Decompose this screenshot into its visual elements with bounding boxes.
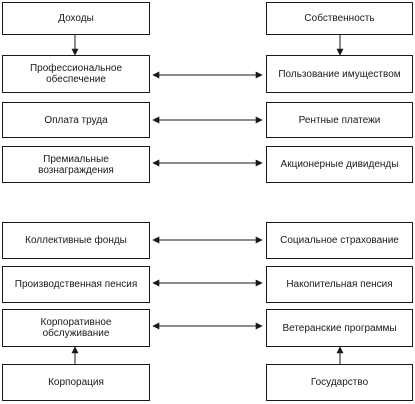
professional-provision-label: Профессиональное обеспечение xyxy=(29,63,123,85)
property-use-label: Пользование имуществом xyxy=(278,68,401,80)
state-box: Государство xyxy=(266,364,413,401)
collective-funds-label: Коллективные фонды xyxy=(25,235,127,246)
funded-pension-box: Накопительная пенсия xyxy=(266,266,413,303)
funded-pension-label: Накопительная пенсия xyxy=(286,279,393,290)
industrial-pension-label: Производственная пенсия xyxy=(14,279,138,290)
social-insurance-box: Социальное страхование xyxy=(266,222,413,259)
rent-payments-label: Рентные платежи xyxy=(298,114,381,126)
corporation-box: Корпорация xyxy=(2,364,150,401)
veteran-programs-box: Ветеранские программы xyxy=(266,309,413,347)
labor-payment-box: Оплата труда xyxy=(2,102,150,138)
stock-dividends-label: Акционерные дивиденды xyxy=(280,159,399,170)
social-insurance-label: Социальное страхование xyxy=(280,235,399,246)
stock-dividends-box: Акционерные дивиденды xyxy=(266,146,413,183)
labor-payment-label: Оплата труда xyxy=(44,114,108,126)
veteran-programs-label: Ветеранские программы xyxy=(282,322,397,334)
income-box: Доходы xyxy=(2,2,150,35)
bonus-rewards-box: Премиальные вознаграждения xyxy=(2,146,150,183)
rent-payments-box: Рентные платежи xyxy=(266,102,413,138)
collective-funds-box: Коллективные фонды xyxy=(2,222,150,259)
property-label: Собственность xyxy=(304,13,375,24)
corporate-service-box: Корпоративное обслуживание xyxy=(2,309,150,347)
corporation-label: Корпорация xyxy=(48,377,104,388)
property-box: Собственность xyxy=(266,2,413,35)
income-label: Доходы xyxy=(58,13,94,24)
corporate-service-label: Корпоративное обслуживание xyxy=(40,317,112,339)
state-label: Государство xyxy=(310,377,369,388)
bonus-rewards-label: Премиальные вознаграждения xyxy=(38,153,114,176)
industrial-pension-box: Производственная пенсия xyxy=(2,266,150,303)
property-use-box: Пользование имуществом xyxy=(266,55,413,93)
professional-provision-box: Профессиональное обеспечение xyxy=(2,55,150,93)
